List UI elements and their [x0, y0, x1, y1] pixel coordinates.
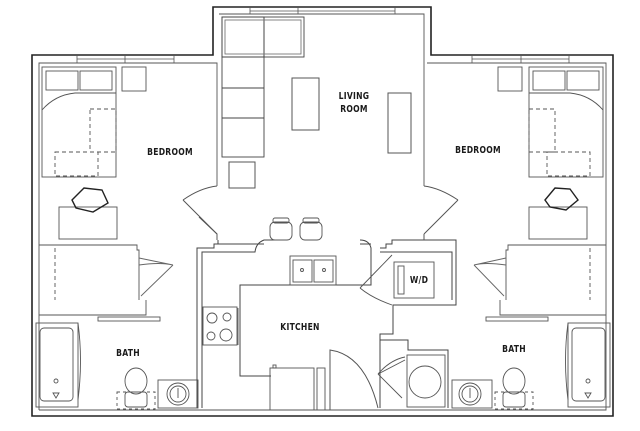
- refrigerator: [269, 364, 326, 411]
- room-label-kitchen: KITCHEN: [280, 322, 320, 333]
- windows: [76, 7, 570, 63]
- room-label-wd: W/D: [409, 275, 429, 286]
- bath-left-fixtures: [35, 322, 199, 410]
- desk-right: [528, 187, 588, 240]
- bar-stools: [269, 217, 323, 241]
- washer-dryer: [359, 254, 435, 306]
- tv-console: [387, 92, 412, 154]
- sectional-sofa: [221, 16, 305, 158]
- stove: [202, 306, 239, 346]
- interior-walls: [196, 239, 457, 408]
- bedroom-door-left: [182, 185, 218, 240]
- bedroom-door-right: [423, 185, 459, 240]
- ottoman: [228, 161, 256, 189]
- room-label-bedroom-left: BEDROOM: [147, 147, 193, 158]
- entry-door: [329, 349, 379, 410]
- room-label-bath-left: BATH: [116, 348, 140, 359]
- bed-left: [41, 66, 147, 178]
- desk-left: [58, 187, 118, 240]
- water-heater: [377, 354, 446, 408]
- room-label-living-line2: ROOM: [340, 104, 368, 115]
- kitchen-sink: [289, 255, 337, 286]
- room-label-living-line1: LIVING: [338, 91, 370, 102]
- room-label-bedroom-right: BEDROOM: [455, 145, 501, 156]
- bed-right: [497, 66, 604, 178]
- room-label-bath-right: BATH: [502, 344, 526, 355]
- closet-left: [39, 244, 174, 322]
- closet-right: [473, 244, 606, 322]
- bath-right-fixtures: [451, 322, 611, 410]
- coffee-table: [291, 77, 320, 131]
